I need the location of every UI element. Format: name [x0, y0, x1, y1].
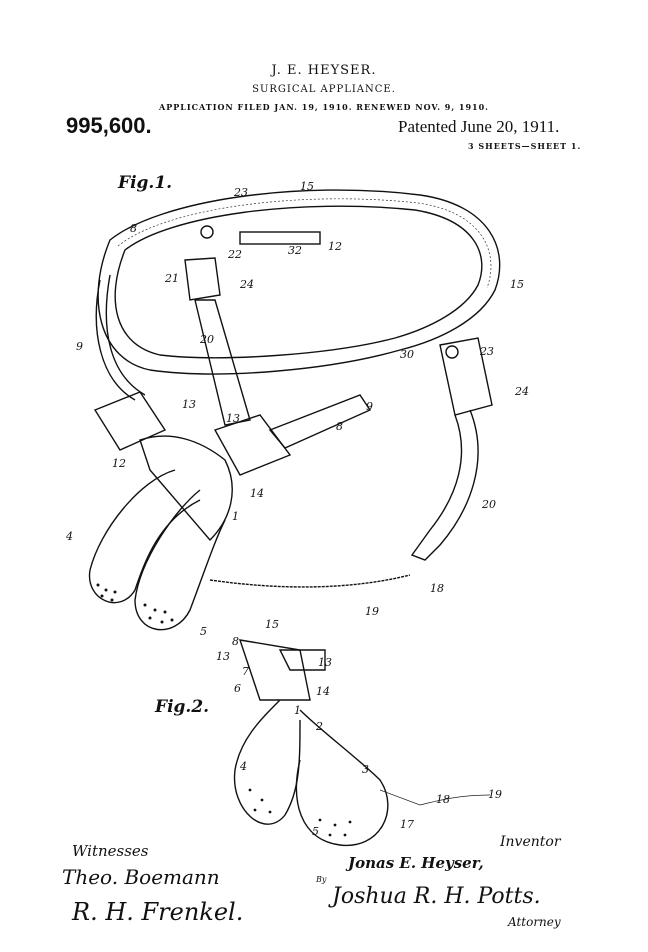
reference-numeral: 8	[232, 635, 239, 648]
fig2-label: Fig.2.	[154, 697, 209, 717]
reference-numeral: 9	[76, 340, 83, 353]
reference-numeral: 13	[226, 412, 240, 425]
reference-numeral: 13	[216, 650, 230, 663]
sheet-count: 3 SHEETS—SHEET 1.	[468, 141, 582, 151]
reference-numeral: 3	[362, 763, 369, 776]
reference-numeral: 14	[250, 487, 264, 500]
fig2-reference-numerals: 15 8 13 7 6 13 14 1 2 4 3 18 19 17 5	[216, 618, 502, 838]
inventor-signature: Jonas E. Heyser,	[345, 854, 484, 872]
reference-numeral: 13	[318, 656, 332, 669]
reference-numeral: 20	[199, 333, 214, 346]
reference-numeral: 18	[430, 582, 444, 595]
patented-date: Patented June 20, 1911.	[398, 117, 560, 136]
reference-numeral: 30	[400, 348, 414, 361]
reference-numeral: 5	[312, 825, 319, 838]
reference-numeral: 15	[300, 180, 314, 193]
reference-numeral: 5	[200, 625, 207, 638]
patent-title: SURGICAL APPLIANCE.	[252, 84, 396, 95]
attorney-label: Attorney	[507, 915, 561, 929]
reference-numeral: 20	[481, 498, 496, 511]
reference-numeral: 12	[328, 240, 342, 253]
reference-numeral: 8	[336, 420, 343, 433]
perforation-dots	[96, 583, 174, 624]
reference-numeral: 13	[182, 398, 196, 411]
witness-signature-1: Theo. Boemann	[62, 865, 220, 889]
inventor-label: Inventor	[499, 834, 562, 850]
reference-numeral: 6	[234, 682, 241, 695]
fig1-reference-numerals: 15 23 8 22 32 12 15 21 24 9 20 30 23 24 …	[65, 180, 529, 638]
by-label: By	[315, 875, 327, 884]
application-dates: APPLICATION FILED JAN. 19, 1910. RENEWED…	[159, 102, 489, 112]
reference-numeral: 15	[510, 278, 524, 291]
reference-numeral: 19	[488, 788, 502, 801]
fig1-drawing	[88, 189, 501, 631]
reference-numeral: 8	[130, 222, 137, 235]
reference-numeral: 32	[288, 244, 302, 257]
reference-numeral: 4	[239, 760, 247, 773]
witnesses-label: Witnesses	[72, 842, 149, 860]
reference-numeral: 9	[366, 400, 373, 413]
attorney-signature: Joshua R. H. Potts.	[328, 884, 541, 909]
reference-numeral: 14	[316, 685, 330, 698]
reference-numeral: 1	[232, 510, 239, 523]
reference-numeral: 18	[436, 793, 450, 806]
fig2-drawing	[233, 639, 491, 847]
reference-numeral: 23	[233, 186, 248, 199]
fig1-label: Fig.1.	[117, 173, 172, 193]
witness-signature-2: R. H. Frenkel.	[71, 898, 243, 926]
reference-numeral: 7	[242, 665, 249, 678]
reference-numeral: 24	[514, 385, 529, 398]
reference-numeral: 19	[365, 605, 379, 618]
patent-number: 995,600.	[66, 113, 152, 138]
reference-numeral: 2	[315, 720, 323, 733]
reference-numeral: 23	[479, 345, 494, 358]
reference-numeral: 4	[65, 530, 73, 543]
reference-numeral: 21	[164, 272, 179, 285]
reference-numeral: 1	[294, 704, 301, 717]
reference-numeral: 22	[227, 248, 242, 261]
reference-numeral: 15	[265, 618, 279, 631]
inventor-header: J. E. HEYSER.	[271, 63, 377, 78]
reference-numeral: 17	[400, 818, 414, 831]
reference-numeral: 12	[112, 457, 126, 470]
reference-numeral: 24	[239, 278, 254, 291]
